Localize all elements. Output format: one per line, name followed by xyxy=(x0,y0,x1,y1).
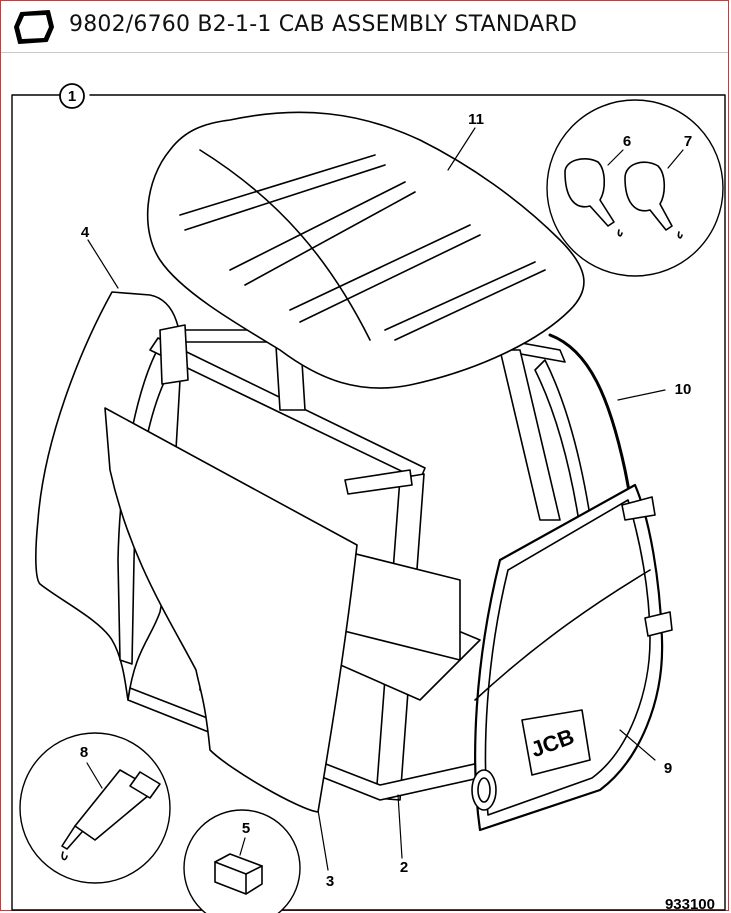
reference-number: 933100 xyxy=(665,896,715,913)
header-bar: 9802/6760 B2-1-1 CAB ASSEMBLY STANDARD xyxy=(1,1,728,53)
leader-lines xyxy=(86,127,684,871)
cab-door: JCB xyxy=(471,483,673,832)
callout-5: 5 xyxy=(242,820,250,837)
callout-6: 6 xyxy=(623,133,631,150)
roof-panel xyxy=(146,111,585,389)
front-windscreen xyxy=(104,407,358,813)
callout-2: 2 xyxy=(400,859,408,876)
callout-7: 7 xyxy=(684,133,692,150)
diagram-frame xyxy=(11,94,726,911)
callout-11: 11 xyxy=(468,111,484,128)
adhesive-bottle-7 xyxy=(624,161,673,231)
page-title: 9802/6760 B2-1-1 CAB ASSEMBLY STANDARD xyxy=(69,12,578,37)
spacer-block xyxy=(214,853,263,895)
callout-8: 8 xyxy=(80,744,88,761)
callout-4: 4 xyxy=(81,224,90,241)
callout-9: 9 xyxy=(664,760,672,777)
adhesive-inset xyxy=(546,99,724,277)
callout-10: 10 xyxy=(675,381,692,398)
block-inset xyxy=(183,809,301,913)
callout-3: 3 xyxy=(326,873,334,890)
sealant-inset xyxy=(19,732,171,884)
adhesive-bottle-6 xyxy=(564,158,615,227)
jcb-logo xyxy=(14,10,54,44)
view-number: 1 xyxy=(68,88,76,105)
callout-labels: 11 4 6 7 10 9 8 5 3 2 933100 xyxy=(80,111,715,913)
view-number-marker: 1 xyxy=(59,83,85,109)
